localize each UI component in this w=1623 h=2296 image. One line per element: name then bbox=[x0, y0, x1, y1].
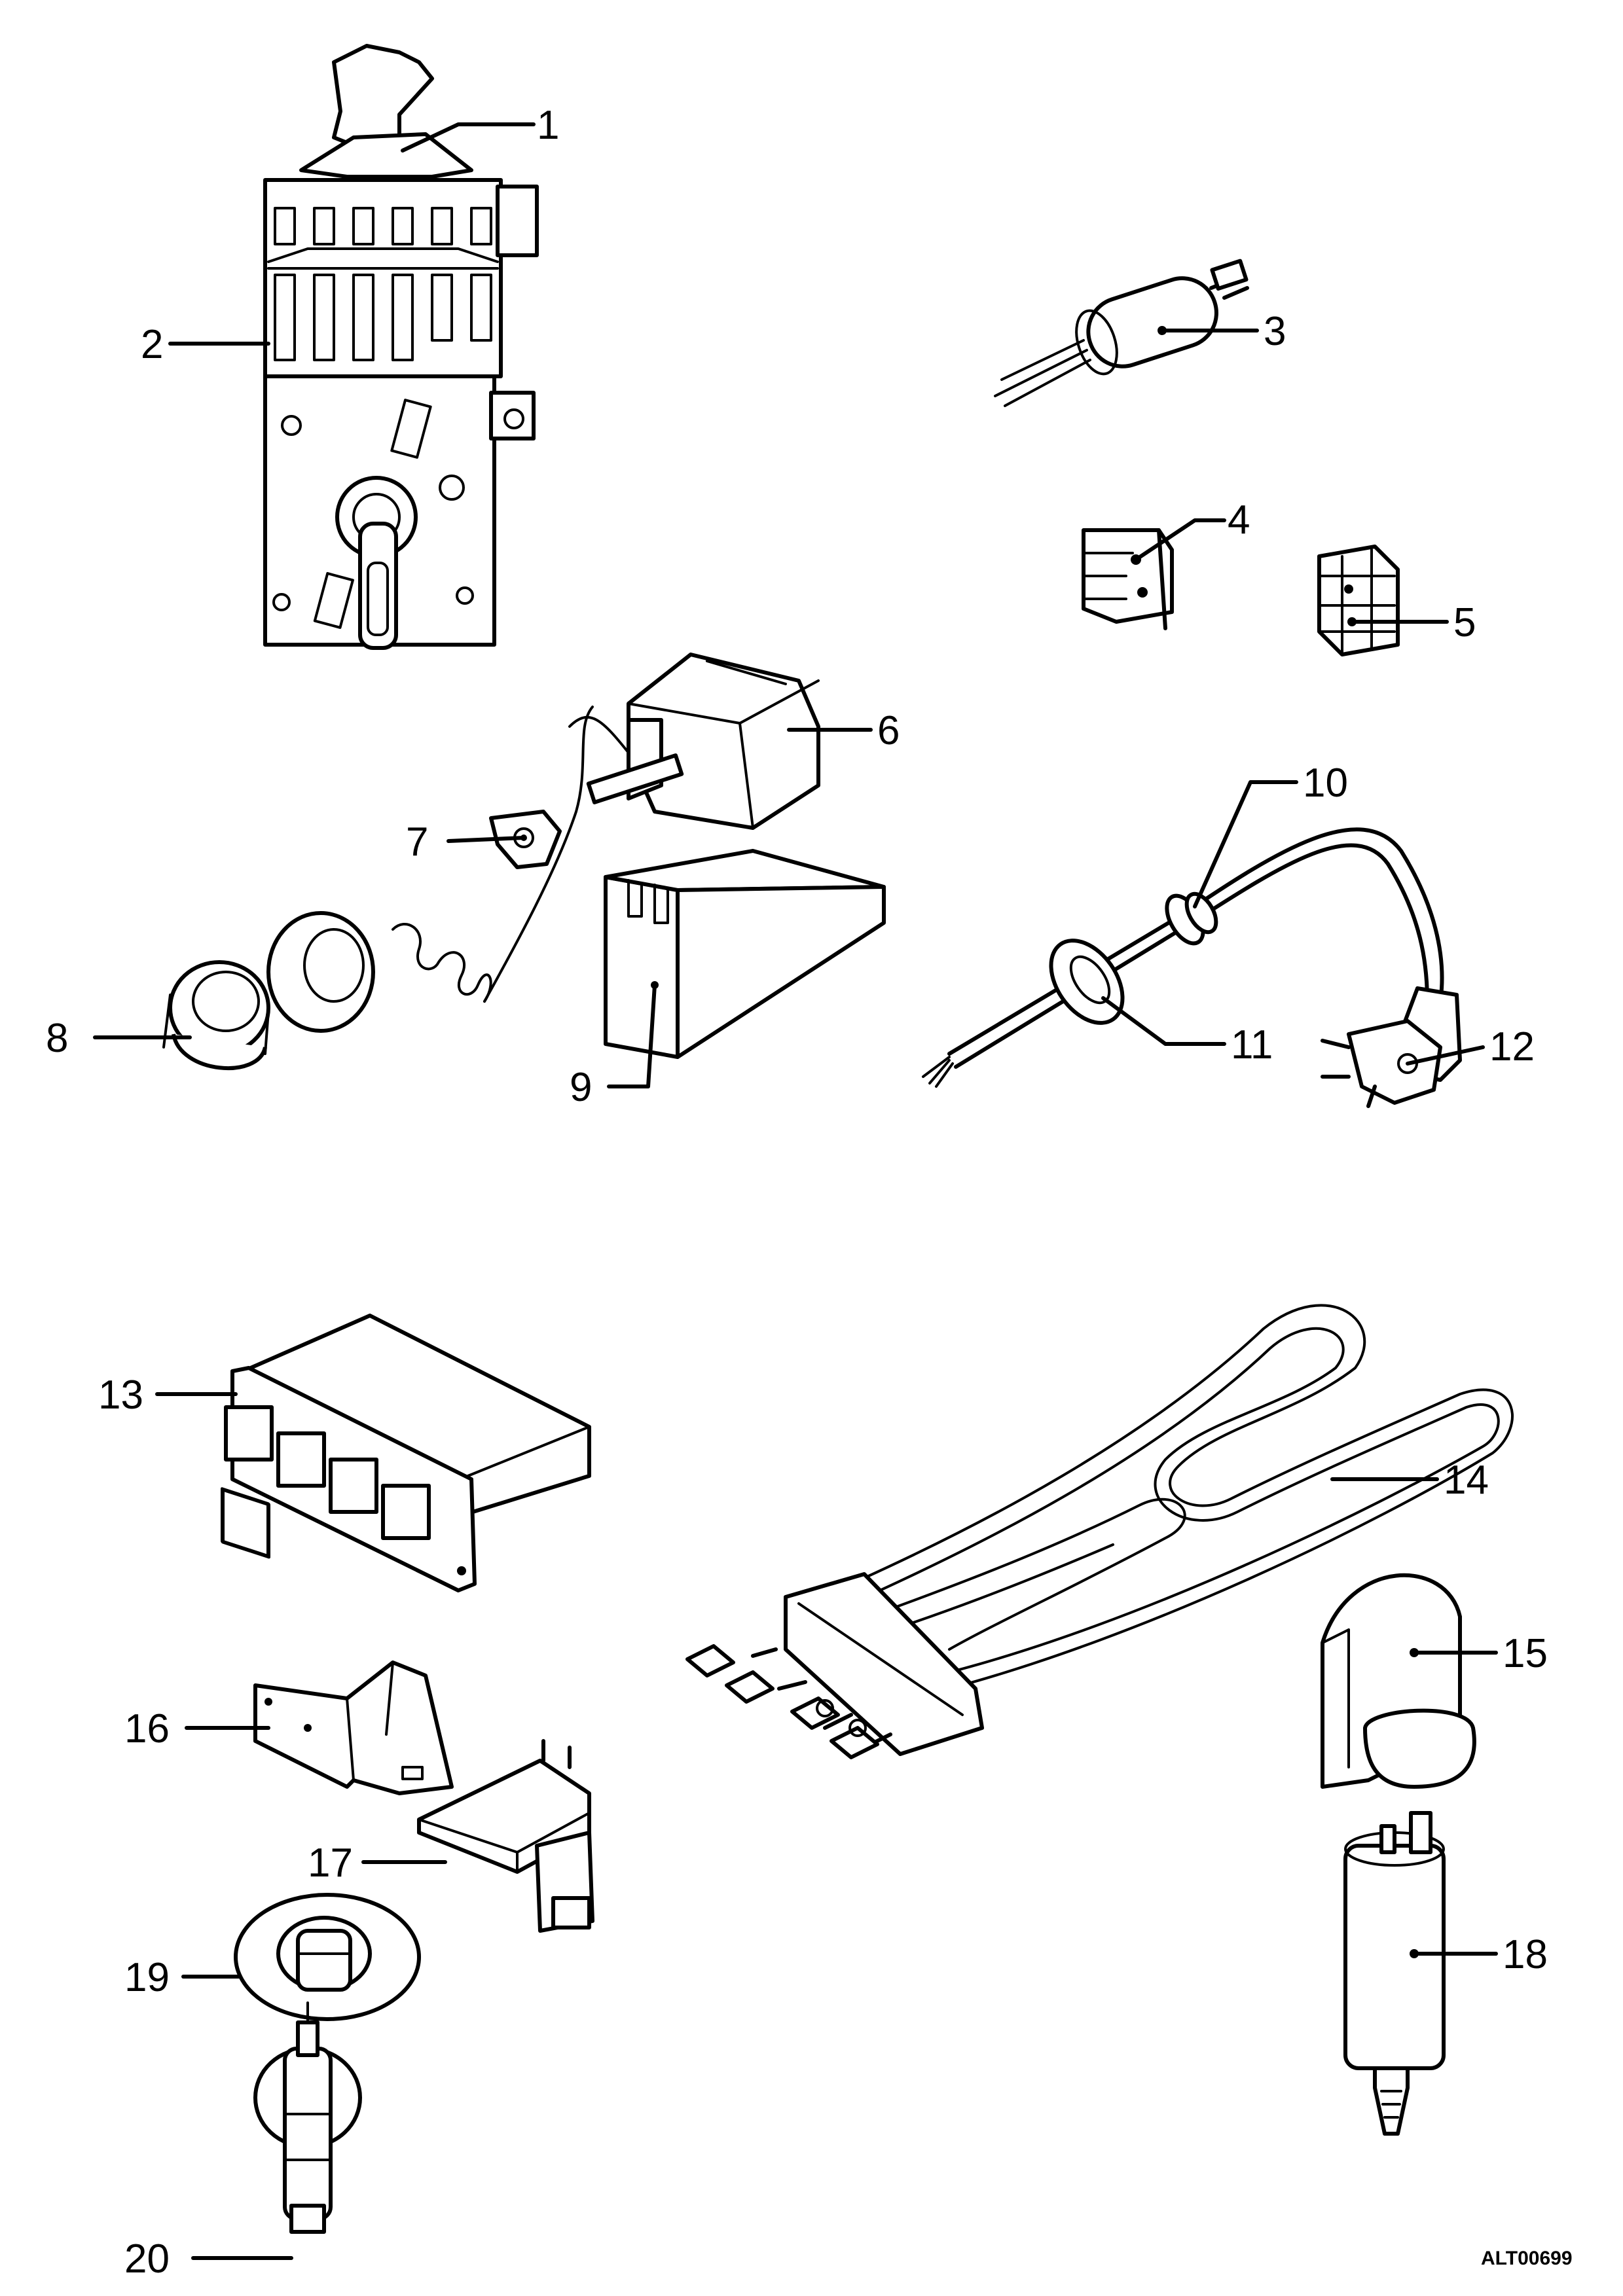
callout-14: 14 bbox=[1444, 1458, 1489, 1503]
reference-code: ALT00699 bbox=[1481, 2248, 1573, 2269]
leader-line-9 bbox=[607, 983, 657, 1088]
rotary-bezel-part bbox=[234, 1893, 421, 2021]
strain-relief-grommet-part bbox=[1049, 939, 1125, 1025]
small-bracket-part bbox=[489, 810, 562, 869]
leader-line-1 bbox=[401, 122, 536, 152]
callout-labels: 1 2 3 4 5 6 7 8 9 10 11 12 13 14 15 16 1… bbox=[46, 103, 1548, 2282]
leader-line-11 bbox=[1101, 996, 1226, 1046]
callout-16: 16 bbox=[124, 1706, 170, 1751]
terminal-block-grid bbox=[267, 207, 499, 361]
callout-5: 5 bbox=[1453, 600, 1476, 645]
callout-1: 1 bbox=[537, 103, 559, 148]
heating-element-terminals bbox=[685, 1644, 892, 1759]
heating-element-part bbox=[685, 1304, 1514, 1759]
connector-block-part bbox=[1317, 545, 1400, 656]
actuator-part bbox=[253, 2001, 362, 2234]
angle-bracket-part bbox=[253, 1660, 454, 1795]
capacitor-cover-part bbox=[1321, 1573, 1476, 1789]
capacitor-part bbox=[1343, 1811, 1446, 2136]
leader-line-4 bbox=[1134, 518, 1226, 562]
callout-15: 15 bbox=[1503, 1631, 1548, 1676]
callout-11: 11 bbox=[1231, 1022, 1273, 1067]
callout-4: 4 bbox=[1228, 497, 1250, 543]
callout-7: 7 bbox=[406, 819, 428, 865]
leader-lines bbox=[93, 122, 1498, 2260]
callout-3: 3 bbox=[1264, 309, 1286, 354]
suppressor-filter-part bbox=[994, 259, 1249, 407]
pushbutton-switch-module-part bbox=[221, 1314, 591, 1592]
mains-plug-part bbox=[1321, 986, 1462, 1108]
callout-10: 10 bbox=[1303, 761, 1348, 806]
callout-9: 9 bbox=[570, 1065, 592, 1110]
callout-20: 20 bbox=[124, 2236, 170, 2282]
programmer-timer-part bbox=[263, 44, 539, 650]
motor-switch-box-part bbox=[568, 653, 820, 830]
callout-13: 13 bbox=[98, 1372, 143, 1418]
power-cable-part bbox=[922, 827, 1444, 1088]
leader-line-10 bbox=[1193, 780, 1298, 908]
door-switch-part bbox=[417, 1739, 594, 1933]
callout-17: 17 bbox=[308, 1840, 353, 1886]
knob-cap-part bbox=[162, 960, 270, 1071]
leader-line-12 bbox=[1406, 1045, 1485, 1066]
callout-6: 6 bbox=[877, 708, 900, 753]
cable-clamp-part bbox=[1165, 891, 1218, 946]
callout-2: 2 bbox=[141, 322, 163, 367]
leader-line-7 bbox=[447, 836, 526, 843]
u-bracket-part bbox=[604, 849, 886, 1059]
lamp-holder-spring-part bbox=[266, 706, 594, 1033]
callout-8: 8 bbox=[46, 1016, 68, 1061]
callout-18: 18 bbox=[1503, 1932, 1548, 1977]
terminal-clip-part bbox=[1082, 528, 1174, 630]
callout-12: 12 bbox=[1489, 1024, 1535, 1069]
callout-19: 19 bbox=[124, 1955, 170, 2000]
